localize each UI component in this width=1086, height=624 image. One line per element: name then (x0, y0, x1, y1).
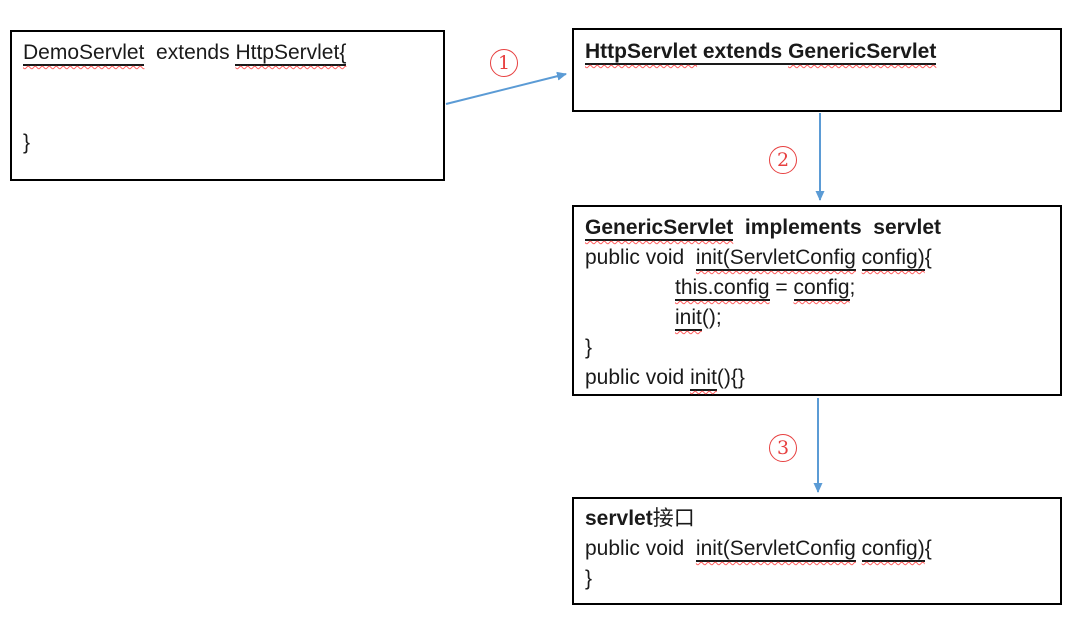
underlined-title: HttpServlet extends GenericServlet (585, 40, 937, 65)
class-name-httpservlet: HttpServlet (585, 40, 698, 63)
demoservlet-declaration: DemoServlet extends HttpServlet{ (23, 38, 432, 68)
step-2-number: 2 (776, 148, 790, 171)
closing-brace: } (585, 567, 593, 590)
init-call-line: init(); (585, 303, 1049, 333)
init-config-method-line: public void init(ServletConfig config){ (585, 534, 1049, 564)
init-servletconfig-text: init(ServletConfig (695, 246, 856, 271)
init-empty-method-line: public void init(){} (585, 363, 1049, 393)
httpservlet-box: HttpServlet extends GenericServlet (572, 28, 1062, 112)
step-1-badge: 1 (490, 49, 518, 77)
servlet-text: servlet (585, 507, 653, 530)
this-config-text: this.config (675, 276, 770, 301)
implements-servlet-text: implements servlet (733, 216, 942, 239)
open-brace: { (924, 246, 932, 269)
init-text: init (690, 366, 717, 391)
semicolon: ; (849, 276, 856, 299)
step-3-badge: 3 (769, 434, 797, 462)
config-param-text: config) (861, 246, 925, 271)
init-config-method-line: public void init(ServletConfig config){ (585, 243, 1049, 273)
method-signature-prefix: public void (585, 537, 696, 560)
extends-keyword: extends (697, 40, 789, 63)
config-param-text: config) (861, 537, 925, 562)
genericservlet-box: GenericServlet implements servlet public… (572, 205, 1062, 396)
space (856, 246, 862, 269)
space (856, 537, 862, 560)
class-name-httpservlet-brace: HttpServlet{ (235, 41, 347, 66)
closing-brace: } (585, 336, 593, 359)
servlet-interface-box: servlet接口 public void init(ServletConfig… (572, 497, 1062, 605)
interface-cjk-text: 接口 (652, 507, 695, 530)
demoservlet-box: DemoServlet extends HttpServlet{ } (10, 30, 445, 181)
init-text: init (675, 306, 702, 331)
step-2-badge: 2 (769, 146, 797, 174)
init-servletconfig-text: init(ServletConfig (695, 537, 856, 562)
open-brace: { (924, 537, 932, 560)
this-config-assignment-line: this.config = config; (585, 273, 1049, 303)
closing-brace: } (23, 131, 31, 154)
genericservlet-declaration: GenericServlet implements servlet (585, 213, 1049, 243)
method-signature-prefix: public void (585, 246, 696, 269)
empty-body-braces: (){} (716, 366, 745, 389)
class-name-genericservlet: GenericServlet (585, 216, 734, 241)
config-text: config (793, 276, 850, 301)
step-1-number: 1 (497, 51, 511, 74)
servlet-interface-title: servlet接口 (585, 504, 1049, 534)
equals-sign: = (769, 276, 794, 299)
parens-semicolon: (); (701, 306, 722, 329)
extends-keyword: extends (144, 41, 236, 64)
class-name-genericservlet: GenericServlet (788, 40, 937, 63)
arrow-1-demo-to-httpservlet (445, 71, 567, 105)
method-signature-prefix: public void (585, 366, 691, 389)
class-name-demoservlet: DemoServlet (23, 41, 145, 66)
step-3-number: 3 (776, 436, 790, 459)
httpservlet-declaration: HttpServlet extends GenericServlet (585, 37, 1049, 67)
